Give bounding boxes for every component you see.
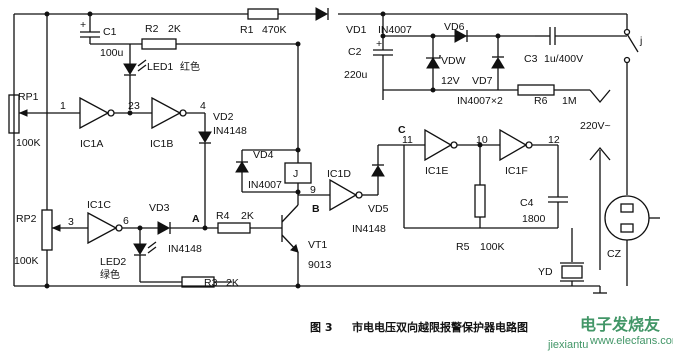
vd3-label: VD3 [149, 202, 170, 214]
watermark-logo: 电子发烧友 www.elecfans.com jiexiantu [546, 313, 673, 351]
vd5-value: IN4148 [352, 223, 386, 235]
c3-value: 1u/400V [544, 53, 583, 65]
vd2-value: IN4148 [213, 125, 247, 137]
c2-value: 220u [344, 69, 368, 81]
led1-label: LED1 [147, 61, 173, 73]
switch-j-label: j [639, 35, 642, 47]
led2-label: LED2 [100, 256, 126, 268]
rp1-label: RP1 [18, 91, 39, 103]
vd2-label: VD2 [213, 111, 234, 123]
pin3: 3 [68, 216, 74, 228]
vd4-value: IN4007 [248, 179, 282, 191]
relay-j-label: J [293, 168, 298, 180]
caption-number: 图 3 [310, 321, 332, 334]
cz-label: CZ [607, 248, 622, 260]
ic1f-label: IC1F [505, 165, 528, 177]
rp2-value: 100K [14, 255, 39, 267]
caption-title: 市电电压双向越限报警保护器电路图 [352, 320, 528, 334]
pin3a: 3 [134, 100, 140, 112]
vd6-label: VD6 [444, 21, 465, 33]
led1-color: 红色 [180, 60, 200, 73]
vdw-value: 12V [441, 75, 460, 87]
rp2-label: RP2 [16, 213, 37, 225]
c2-plus: + [376, 38, 382, 50]
pin9: 9 [310, 184, 316, 196]
c1-value: 100u [100, 47, 124, 59]
pin4: 4 [200, 100, 206, 112]
c1-label: C1 [103, 26, 117, 38]
node-a-label: A [192, 213, 200, 225]
pin1: 1 [60, 100, 66, 112]
vd5-label: VD5 [368, 203, 389, 215]
pin10: 10 [476, 134, 488, 146]
component-labels: + C1 100u R2 2K R1 470K VD1 IN4007 VD6 +… [14, 19, 642, 289]
figure-caption: 图 3 市电电压双向越限报警保护器电路图 [310, 320, 528, 334]
rp1-value: 100K [16, 137, 41, 149]
ic1c-label: IC1C [87, 199, 111, 211]
watermark-line3: jiexiantu [547, 339, 588, 351]
c4-label: C4 [520, 197, 534, 209]
r2-label: R2 [145, 23, 159, 35]
pin12: 12 [548, 134, 560, 146]
ic1a-label: IC1A [80, 138, 103, 150]
vdw-label: VDW [441, 55, 466, 67]
r5-label: R5 [456, 241, 470, 253]
r2-value: 2K [168, 23, 181, 35]
r1-value: 470K [262, 24, 287, 36]
r4-value: 2K [241, 210, 254, 222]
r5-value: 100K [480, 241, 505, 253]
node-b-label: B [312, 203, 320, 215]
r3-label: R3 [204, 277, 218, 289]
node-c-label: C [398, 124, 406, 136]
yd-label: YD [538, 266, 553, 278]
vd3-value: IN4148 [168, 243, 202, 255]
r1-label: R1 [240, 24, 254, 36]
vd4-label: VD4 [253, 149, 274, 161]
vt1-value: 9013 [308, 259, 332, 271]
r3-value: 2K [226, 277, 239, 289]
c2-label: C2 [348, 46, 362, 58]
c1-plus: + [80, 19, 86, 31]
pin6: 6 [123, 215, 129, 227]
vd7-label: VD7 [472, 75, 493, 87]
ic1e-label: IC1E [425, 165, 448, 177]
r6-label: R6 [534, 95, 548, 107]
c3-label: C3 [524, 53, 538, 65]
pin2: 2 [128, 100, 134, 112]
pin11: 11 [402, 134, 413, 146]
vt1-label: VT1 [308, 239, 327, 251]
r6-value: 1M [562, 95, 577, 107]
watermark-line1: 电子发烧友 [580, 315, 661, 334]
c4-value: 1800 [522, 213, 546, 225]
junction-dots [44, 11, 501, 289]
mains-label: 220V~ [580, 120, 611, 132]
vd1-value: IN4007 [378, 24, 412, 36]
vd1-label: VD1 [346, 24, 367, 36]
watermark-line2: www.elecfans.com [589, 335, 673, 347]
vd7-note: IN4007×2 [457, 95, 503, 107]
led2-color: 绿色 [100, 268, 120, 281]
ic1b-label: IC1B [150, 138, 173, 150]
r4-label: R4 [216, 210, 230, 222]
ic1d-label: IC1D [327, 168, 351, 180]
